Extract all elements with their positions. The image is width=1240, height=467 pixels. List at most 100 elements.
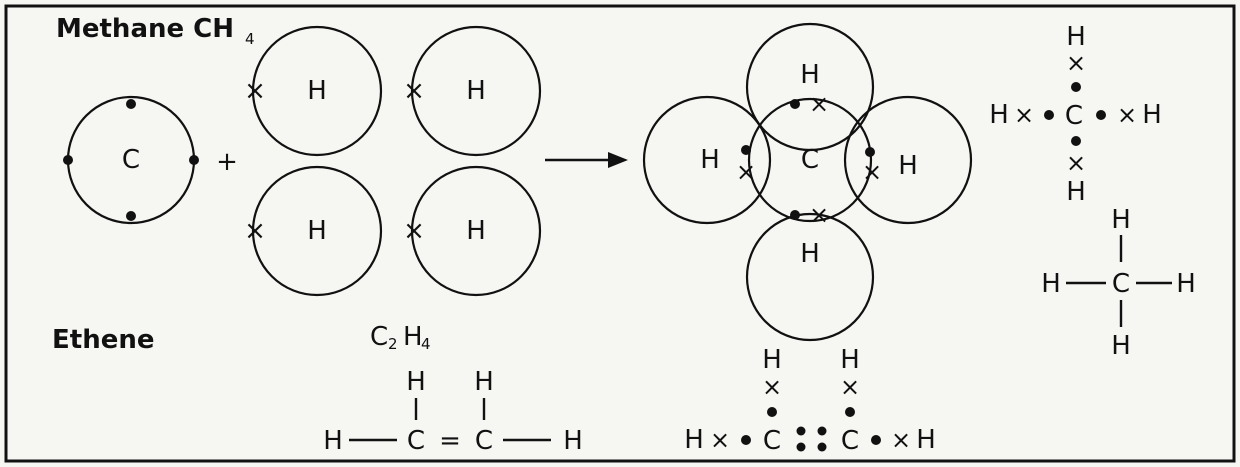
electron-dot	[741, 435, 751, 445]
formula-c: C	[370, 322, 388, 352]
electron-cross: ×	[1117, 101, 1137, 129]
electron-dot	[741, 145, 751, 155]
electron-cross: ×	[244, 216, 266, 246]
atom-label-h: H	[1111, 331, 1131, 361]
double-bond: =	[439, 426, 461, 456]
electron-dot	[871, 435, 881, 445]
formula-h: H	[403, 322, 423, 352]
atom-label-h: H	[466, 216, 486, 246]
atom-label-h: H	[700, 145, 720, 175]
atom-label-h: H	[563, 426, 583, 456]
electron-cross: ×	[809, 90, 829, 118]
atom-label-h: H	[474, 367, 494, 397]
hydrogen-shell	[745, 22, 875, 152]
atom-label-h: H	[898, 151, 918, 181]
plus-sign: +	[216, 147, 238, 177]
frame-border	[4, 4, 1236, 463]
atom-label-h: H	[406, 367, 426, 397]
electron-cross: ×	[1014, 101, 1034, 129]
electron-cross: ×	[840, 373, 860, 401]
atom-label-h: H	[1142, 100, 1162, 130]
methane-molecule: H H H H C × × × ×	[642, 22, 973, 342]
atom-label-h: H	[916, 425, 936, 455]
electron-dot	[817, 442, 827, 452]
hydrogen-shell	[745, 212, 875, 342]
hydrogen-shell	[843, 95, 973, 225]
electron-cross: ×	[762, 373, 782, 401]
electron-dot	[790, 99, 800, 109]
electron-dot	[790, 210, 800, 220]
electron-cross: ×	[403, 216, 425, 246]
atom-label-h: H	[684, 425, 704, 455]
hydrogen-shell	[251, 165, 383, 297]
atom-label-h: H	[1176, 269, 1196, 299]
atom-label-h: H	[307, 216, 327, 246]
carbon-shell	[747, 97, 873, 223]
atom-label-c: C	[1112, 269, 1130, 299]
electron-dot	[126, 99, 136, 109]
atom-label-h: H	[800, 239, 820, 269]
electron-cross: ×	[244, 76, 266, 106]
hydrogen-atom: × H	[403, 25, 542, 157]
atom-label-h: H	[1041, 269, 1061, 299]
methane-dot-cross-formula: H × H × C × H × H	[989, 22, 1162, 207]
atom-label-c: C	[763, 426, 781, 456]
electron-dot	[817, 426, 827, 436]
hydrogen-atom: × H	[244, 25, 383, 157]
electron-cross: ×	[809, 201, 829, 229]
atom-label-h: H	[840, 345, 860, 375]
methane-title-subscript: 4	[245, 30, 255, 48]
hydrogen-shell	[410, 165, 542, 297]
atom-label-c: C	[801, 145, 819, 175]
hydrogen-atom: × H	[244, 165, 383, 297]
electron-dot	[845, 407, 855, 417]
electron-dot	[796, 442, 806, 452]
electron-dot	[63, 155, 73, 165]
atom-label-h: H	[466, 76, 486, 106]
ethene-title: Ethene	[52, 325, 154, 355]
atom-label-h: H	[1066, 22, 1086, 52]
atom-label-h: H	[323, 426, 343, 456]
atom-label-h: H	[1111, 205, 1131, 235]
electron-dot	[1044, 110, 1054, 120]
hydrogen-atom: × H	[403, 165, 542, 297]
electron-cross: ×	[891, 426, 911, 454]
carbon-atom: C	[63, 95, 199, 225]
formula-c-subscript: 2	[388, 335, 398, 353]
atom-label-h: H	[989, 100, 1009, 130]
atom-label-c: C	[475, 426, 493, 456]
ethene-dot-cross-formula: H H × × H × C C × H	[684, 345, 936, 456]
ethene-structural-formula: H H H C = C H	[323, 367, 583, 456]
atom-label-c: C	[407, 426, 425, 456]
formula-h-subscript: 4	[421, 335, 431, 353]
reaction-arrow	[545, 152, 628, 168]
atom-label-h: H	[800, 60, 820, 90]
electron-cross: ×	[736, 158, 756, 186]
hydrogen-shell	[642, 95, 772, 225]
electron-dot	[865, 147, 875, 157]
electron-cross: ×	[862, 158, 882, 186]
atom-label-h: H	[307, 76, 327, 106]
atom-label-h: H	[1066, 177, 1086, 207]
ethene-molecular-formula: C 2 H 4	[370, 322, 431, 353]
electron-cross: ×	[1066, 149, 1086, 177]
methane-title: Methane CH	[56, 14, 234, 44]
methane-structural-formula: H H C H H	[1041, 205, 1196, 361]
atom-label-c: C	[1065, 101, 1083, 131]
electron-dot	[1071, 82, 1081, 92]
hydrogen-shell	[410, 25, 542, 157]
atom-label-c: C	[122, 145, 140, 175]
electron-dot	[796, 426, 806, 436]
electron-dot	[1096, 110, 1106, 120]
electron-dot	[126, 211, 136, 221]
electron-dot	[1071, 136, 1081, 146]
electron-dot	[767, 407, 777, 417]
hydrogen-shell	[251, 25, 383, 157]
electron-cross: ×	[1066, 49, 1086, 77]
atom-label-c: C	[841, 426, 859, 456]
electron-dot	[189, 155, 199, 165]
atom-label-h: H	[762, 345, 782, 375]
arrow-head	[608, 152, 628, 168]
